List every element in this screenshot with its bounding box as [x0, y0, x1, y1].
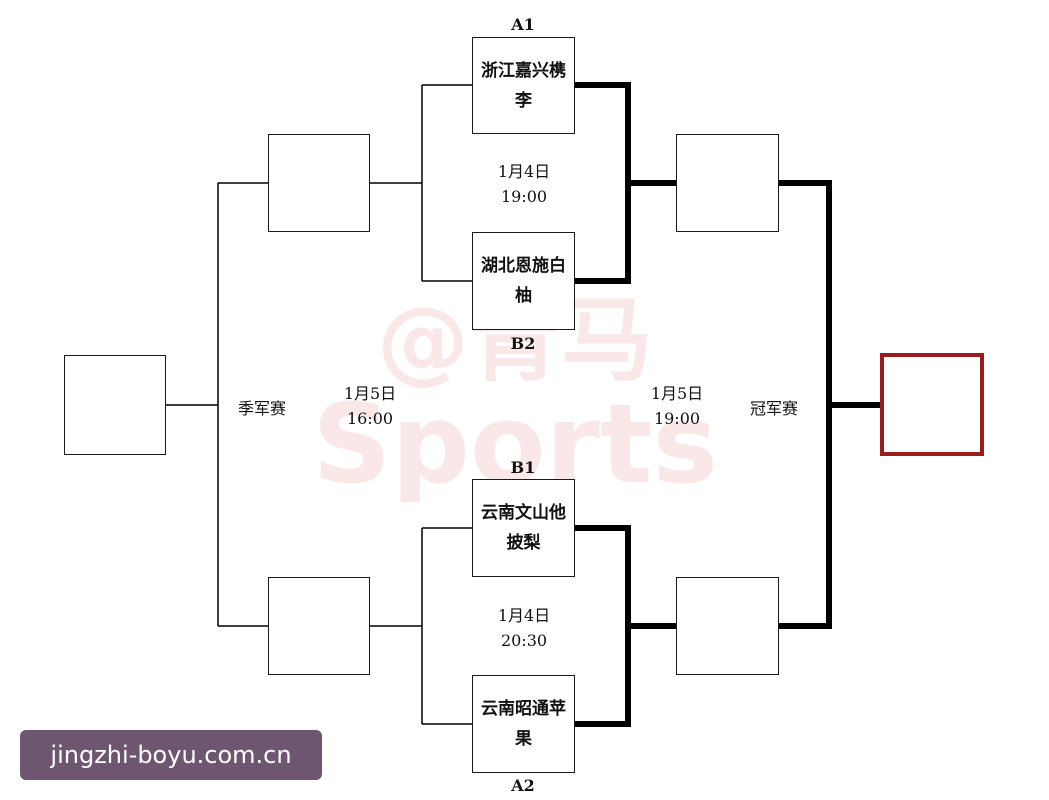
third-place-schedule: 1月5日 16:00 [325, 381, 415, 431]
semifinal-top-winner-box [676, 134, 779, 232]
semifinal-bottom-winner-box [676, 577, 779, 675]
match-date: 1月5日 [343, 384, 397, 403]
seed-label-a2: A2 [511, 776, 535, 795]
connector-thick [572, 525, 631, 727]
match-time: 19:00 [500, 187, 548, 206]
final-schedule: 1月5日 19:00 [632, 381, 722, 431]
match-date: 1月5日 [650, 384, 704, 403]
third-place-winner-box [64, 355, 166, 455]
match-time: 20:30 [500, 631, 548, 650]
team-box-b1: 云南文山他披梨 [472, 479, 575, 577]
seed-label-b2: B2 [510, 334, 536, 353]
team-box-a2: 云南昭通苹果 [472, 675, 575, 773]
match-schedule-top: 1月4日 19:00 [479, 159, 569, 209]
team-name: 云南昭通苹果 [481, 699, 566, 749]
semifinal-bottom-loser-box [268, 577, 370, 675]
match-time: 19:00 [653, 409, 701, 428]
team-name: 浙江嘉兴槜李 [481, 60, 566, 111]
team-box-b2: 湖北恩施白柚 [472, 232, 575, 330]
seed-label-a1: A1 [511, 15, 535, 34]
team-name: 云南文山他披梨 [481, 503, 566, 553]
match-date: 1月4日 [497, 606, 551, 625]
match-schedule-bottom: 1月4日 20:30 [479, 603, 569, 653]
match-date: 1月4日 [497, 162, 551, 181]
team-box-a1: 浙江嘉兴槜李 [472, 37, 575, 134]
site-url-badge[interactable]: jingzhi-boyu.com.cn [20, 730, 322, 780]
third-place-label: 季军赛 [238, 399, 287, 418]
seed-label-b1: B1 [510, 458, 536, 477]
match-time: 16:00 [346, 409, 394, 428]
team-name: 湖北恩施白柚 [481, 256, 566, 306]
final-label: 冠军赛 [750, 399, 799, 418]
champion-box [880, 353, 984, 456]
connector-thick [572, 82, 631, 284]
semifinal-top-loser-box [268, 134, 370, 232]
